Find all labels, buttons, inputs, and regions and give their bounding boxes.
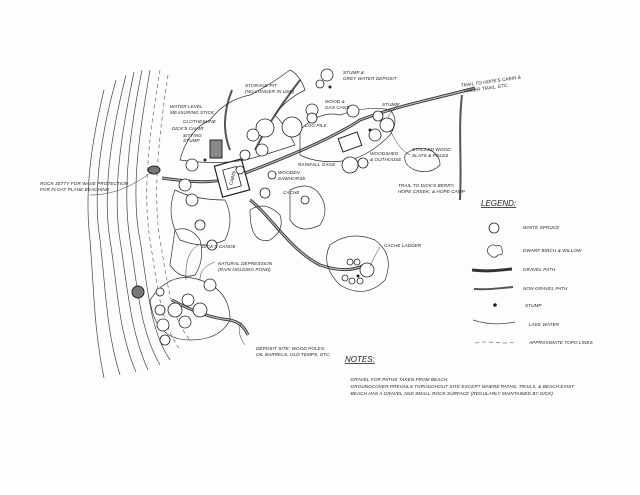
- label-storage-pit: STORAGE PIT: [245, 83, 278, 88]
- map-labels: STORAGE PIT (NO LONGER IN USE) STUMP & G…: [40, 70, 521, 357]
- label-rainfall-gage: RAINFALL GAGE: [298, 162, 336, 167]
- lake-water-icon: [472, 319, 516, 325]
- legend-label: NON-GRAVEL PATH: [523, 286, 568, 291]
- rock-jetty: [131, 165, 161, 299]
- legend-title: LEGEND:: [481, 199, 516, 208]
- woodshed-building: [337, 131, 363, 153]
- legend-label: APPROXIMATE TOPO LINES: [528, 340, 594, 345]
- non-gravel-path-icon: [473, 286, 514, 291]
- legend: LEGEND: WHITE SPRUCE DWARF BIRCH & WILLO…: [471, 199, 594, 345]
- label-stump-grey-water: STUMP &: [343, 70, 364, 75]
- label-trail-hopes-cabin-2: TIMBER TRAIL, ETC.: [462, 83, 509, 94]
- label-stacked-wood: STACKED WOOD: [412, 147, 451, 152]
- legend-label: DWARF BIRCH & WILLOW: [523, 248, 582, 253]
- label-stump: STUMP: [382, 102, 399, 107]
- legend-label: STUMP: [525, 303, 542, 308]
- label-deposit-site: DEPOSIT SITE: WOOD POLES,: [256, 346, 325, 351]
- label-natural-depression: NATURAL DEPRESSION: [218, 261, 273, 266]
- label-dicks-canoe: DICK'S CANOE: [202, 244, 237, 249]
- topo-lines-icon: [474, 341, 517, 344]
- label-sitting-stump: SITTING: [183, 133, 202, 138]
- label-trail-dicks-berry: TRAIL TO DICK'S BERRY,: [398, 183, 455, 188]
- label-rock-jetty: ROCK JETTY FOR WAVE PROTECTION: [40, 181, 129, 186]
- label-cache-ladder: CACHE LADDER: [384, 243, 422, 248]
- legend-label: LAKE WATER: [529, 322, 560, 327]
- label-log-pile: LOG PILE: [305, 123, 328, 128]
- legend-label: WHITE SPRUCE: [523, 225, 560, 230]
- label-rock-jetty-2: FOR FLOAT PLANE BEACHING: [40, 187, 110, 192]
- cabin: CABIN: [213, 158, 251, 198]
- notes: NOTES: -GRAVEL FOR PATHS TAKEN FROM BEAC…: [345, 355, 575, 396]
- label-natural-depression-2: (RAIN HOLDING POND): [218, 267, 271, 272]
- leader-lines: [89, 102, 411, 346]
- label-cache: CACHE: [283, 190, 300, 195]
- stump-markers: [203, 85, 372, 278]
- stump-icon: [493, 303, 497, 307]
- label-wooden-sawhorse-2: SAWHORSE: [278, 176, 306, 181]
- label-water-level: WATER LEVEL: [170, 104, 203, 109]
- note-line: -GROUNDCOVER PREVAILS THROUGHOUT SITE EX…: [349, 384, 575, 389]
- lake-water-lines: [87, 69, 171, 379]
- note-line: -GRAVEL FOR PATHS TAKEN FROM BEACH: [349, 377, 448, 382]
- label-deposit-site-2: OIL BARRELS, OLD TEMPS, ETC.: [256, 352, 331, 357]
- label-dicks-chair: DICK'S CHAIR: [172, 126, 204, 131]
- legend-label: GRAVEL PATH: [523, 267, 556, 272]
- label-wood-gas-cans: WOOD &: [325, 99, 345, 104]
- gravel-path-icon: [471, 267, 513, 273]
- label-storage-pit-2: (NO LONGER IN USE): [245, 89, 294, 94]
- label-woodshed-2: & OUTHOUSE: [370, 157, 402, 162]
- white-spruce-trees: [154, 68, 395, 346]
- dwarf-birch-icon: [487, 244, 503, 258]
- storage-pit: [209, 139, 223, 159]
- label-wood-gas-cans-2: GAS CANS: [325, 105, 350, 110]
- dwarf-birch-willow: [149, 69, 441, 341]
- label-woodshed: WOODSHED: [370, 151, 399, 156]
- cabin-label: CABIN: [228, 170, 237, 186]
- white-spruce-icon: [488, 222, 500, 234]
- label-stacked-wood-2: SLATS & POLES: [412, 153, 449, 158]
- notes-title: NOTES:: [345, 355, 375, 364]
- label-clothesline: CLOTHESLINE: [183, 119, 217, 124]
- note-line: -BEACH HAS A GRAVEL AND SMALL ROCK SURFA…: [349, 391, 553, 396]
- label-sitting-stump-2: STUMP: [183, 138, 200, 143]
- label-wooden-sawhorse: WOODEN: [278, 170, 300, 175]
- label-stump-grey-water-2: GREY WATER DEPOSIT: [343, 76, 398, 81]
- label-water-level-2: MEASURING STICK: [170, 110, 215, 115]
- label-trail-dicks-berry-2: HOPE CREEK, & HOPE CAMP: [398, 189, 466, 194]
